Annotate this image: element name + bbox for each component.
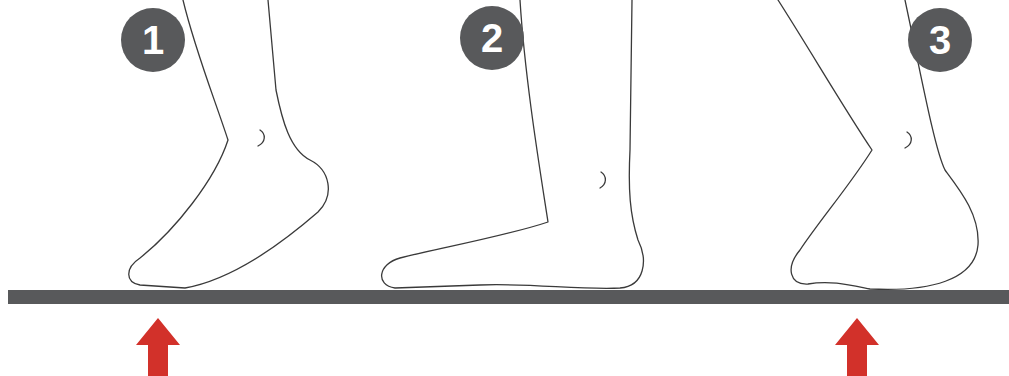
foot-toe-contact — [129, 0, 329, 288]
callout-number: 2 — [481, 18, 503, 58]
ground-bar — [8, 290, 1009, 304]
ankle-mark — [905, 132, 911, 148]
badge-circle — [908, 8, 972, 72]
ankle-mark — [600, 172, 605, 188]
step-number-badge: 2 — [460, 6, 524, 70]
badge-circle — [460, 6, 524, 70]
ankle-mark — [258, 130, 264, 146]
callout-number: 3 — [929, 20, 951, 60]
foot-flat — [382, 0, 644, 288]
pressure-arrow — [136, 318, 180, 376]
pressure-arrow — [835, 318, 879, 376]
step-number-badge: 1 — [121, 8, 185, 72]
badge-circle — [121, 8, 185, 72]
step-number-badge: 3 — [908, 8, 972, 72]
callout-number: 1 — [142, 20, 164, 60]
foot-heel-contact — [778, 0, 978, 289]
